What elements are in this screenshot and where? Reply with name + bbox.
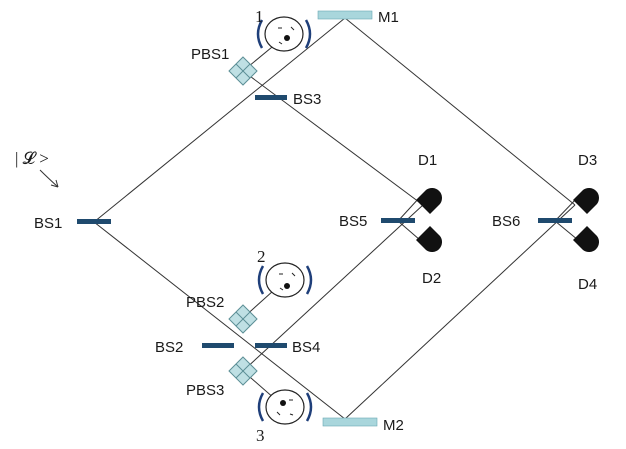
detector-d1-icon	[416, 188, 442, 214]
input-arrow-icon	[39, 169, 59, 188]
label-pbs2: PBS2	[186, 294, 224, 311]
pbs2	[228, 304, 258, 334]
bs6	[538, 218, 572, 223]
label-bs1: BS1	[34, 215, 62, 232]
bs4	[255, 343, 287, 348]
label-bs5: BS5	[339, 213, 367, 230]
label-bs4: BS4	[292, 339, 320, 356]
beam-bs1-to-m2	[93, 221, 346, 420]
label-d2: D2	[422, 270, 441, 287]
label-d4: D4	[578, 276, 597, 293]
label-d3: D3	[578, 152, 597, 169]
pbs1	[228, 56, 258, 86]
label-bs2: BS2	[155, 339, 183, 356]
label-m1: M1	[378, 9, 399, 26]
beam-m1-to-bs6	[344, 17, 576, 206]
beam-bs5-to-d2	[397, 220, 421, 241]
detector-d4-icon	[573, 226, 600, 252]
beam-bs1-to-m1	[93, 17, 346, 223]
label-pbs3: PBS3	[186, 382, 224, 399]
bs3	[255, 95, 287, 100]
beam-m2-to-bs6	[344, 204, 576, 420]
quantum-dot-3-icon	[257, 389, 313, 425]
label-quantum-dot-1: 1	[255, 7, 264, 26]
bs5	[381, 218, 415, 223]
beam-bs5-to-d1	[397, 196, 421, 222]
label-quantum-dot-2: 2	[257, 247, 266, 266]
label-pbs1: PBS1	[191, 46, 229, 63]
label-quantum-dot-3: 3	[256, 426, 265, 445]
beam-bs6-to-d4	[554, 220, 579, 241]
beam-pbs1-to-bs5	[242, 70, 424, 206]
mirror-m2	[322, 417, 378, 427]
bs2	[202, 343, 234, 348]
mirror-m1	[317, 10, 373, 20]
bs1	[77, 219, 111, 224]
label-bs6: BS6	[492, 213, 520, 230]
quantum-dot-2-icon	[257, 262, 313, 298]
detector-d3-icon	[573, 187, 600, 214]
label-d1: D1	[418, 152, 437, 169]
label-bs3: BS3	[293, 91, 321, 108]
detectors	[416, 187, 600, 252]
label-m2: M2	[383, 417, 404, 434]
beam-splitters	[77, 95, 572, 348]
pbs3	[228, 356, 258, 386]
quantum-dot-1-icon	[256, 16, 312, 52]
detector-d2-icon	[416, 226, 442, 252]
input-state-label: | 𝓛 >	[15, 149, 49, 168]
input-arrowhead-icon	[50, 179, 59, 188]
